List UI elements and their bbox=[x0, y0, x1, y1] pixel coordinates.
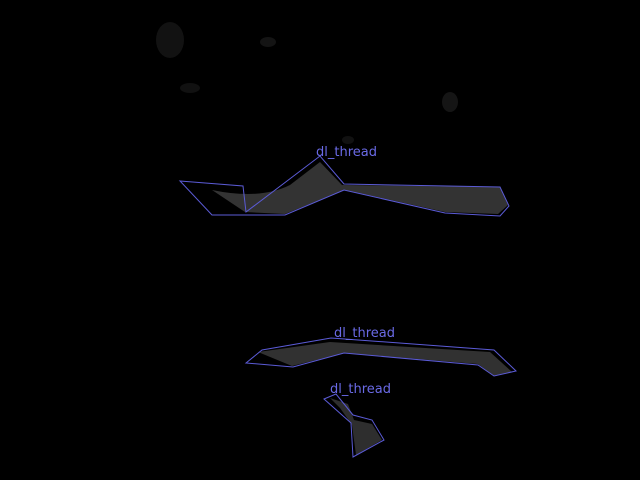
annotation-polygon-2 bbox=[244, 337, 518, 377]
annotation-polygon-3 bbox=[323, 393, 385, 458]
annotation-polygon-1 bbox=[178, 155, 510, 217]
annotation-label-2: dl_thread bbox=[334, 326, 395, 341]
object-outlines bbox=[178, 155, 518, 458]
annotation-label-3: dl_thread bbox=[330, 382, 391, 397]
object-labels: dl_thread dl_thread dl_thread bbox=[316, 145, 395, 397]
object-fills bbox=[212, 162, 512, 455]
annotation-label-1: dl_thread bbox=[316, 145, 377, 160]
background-noise bbox=[156, 22, 458, 144]
